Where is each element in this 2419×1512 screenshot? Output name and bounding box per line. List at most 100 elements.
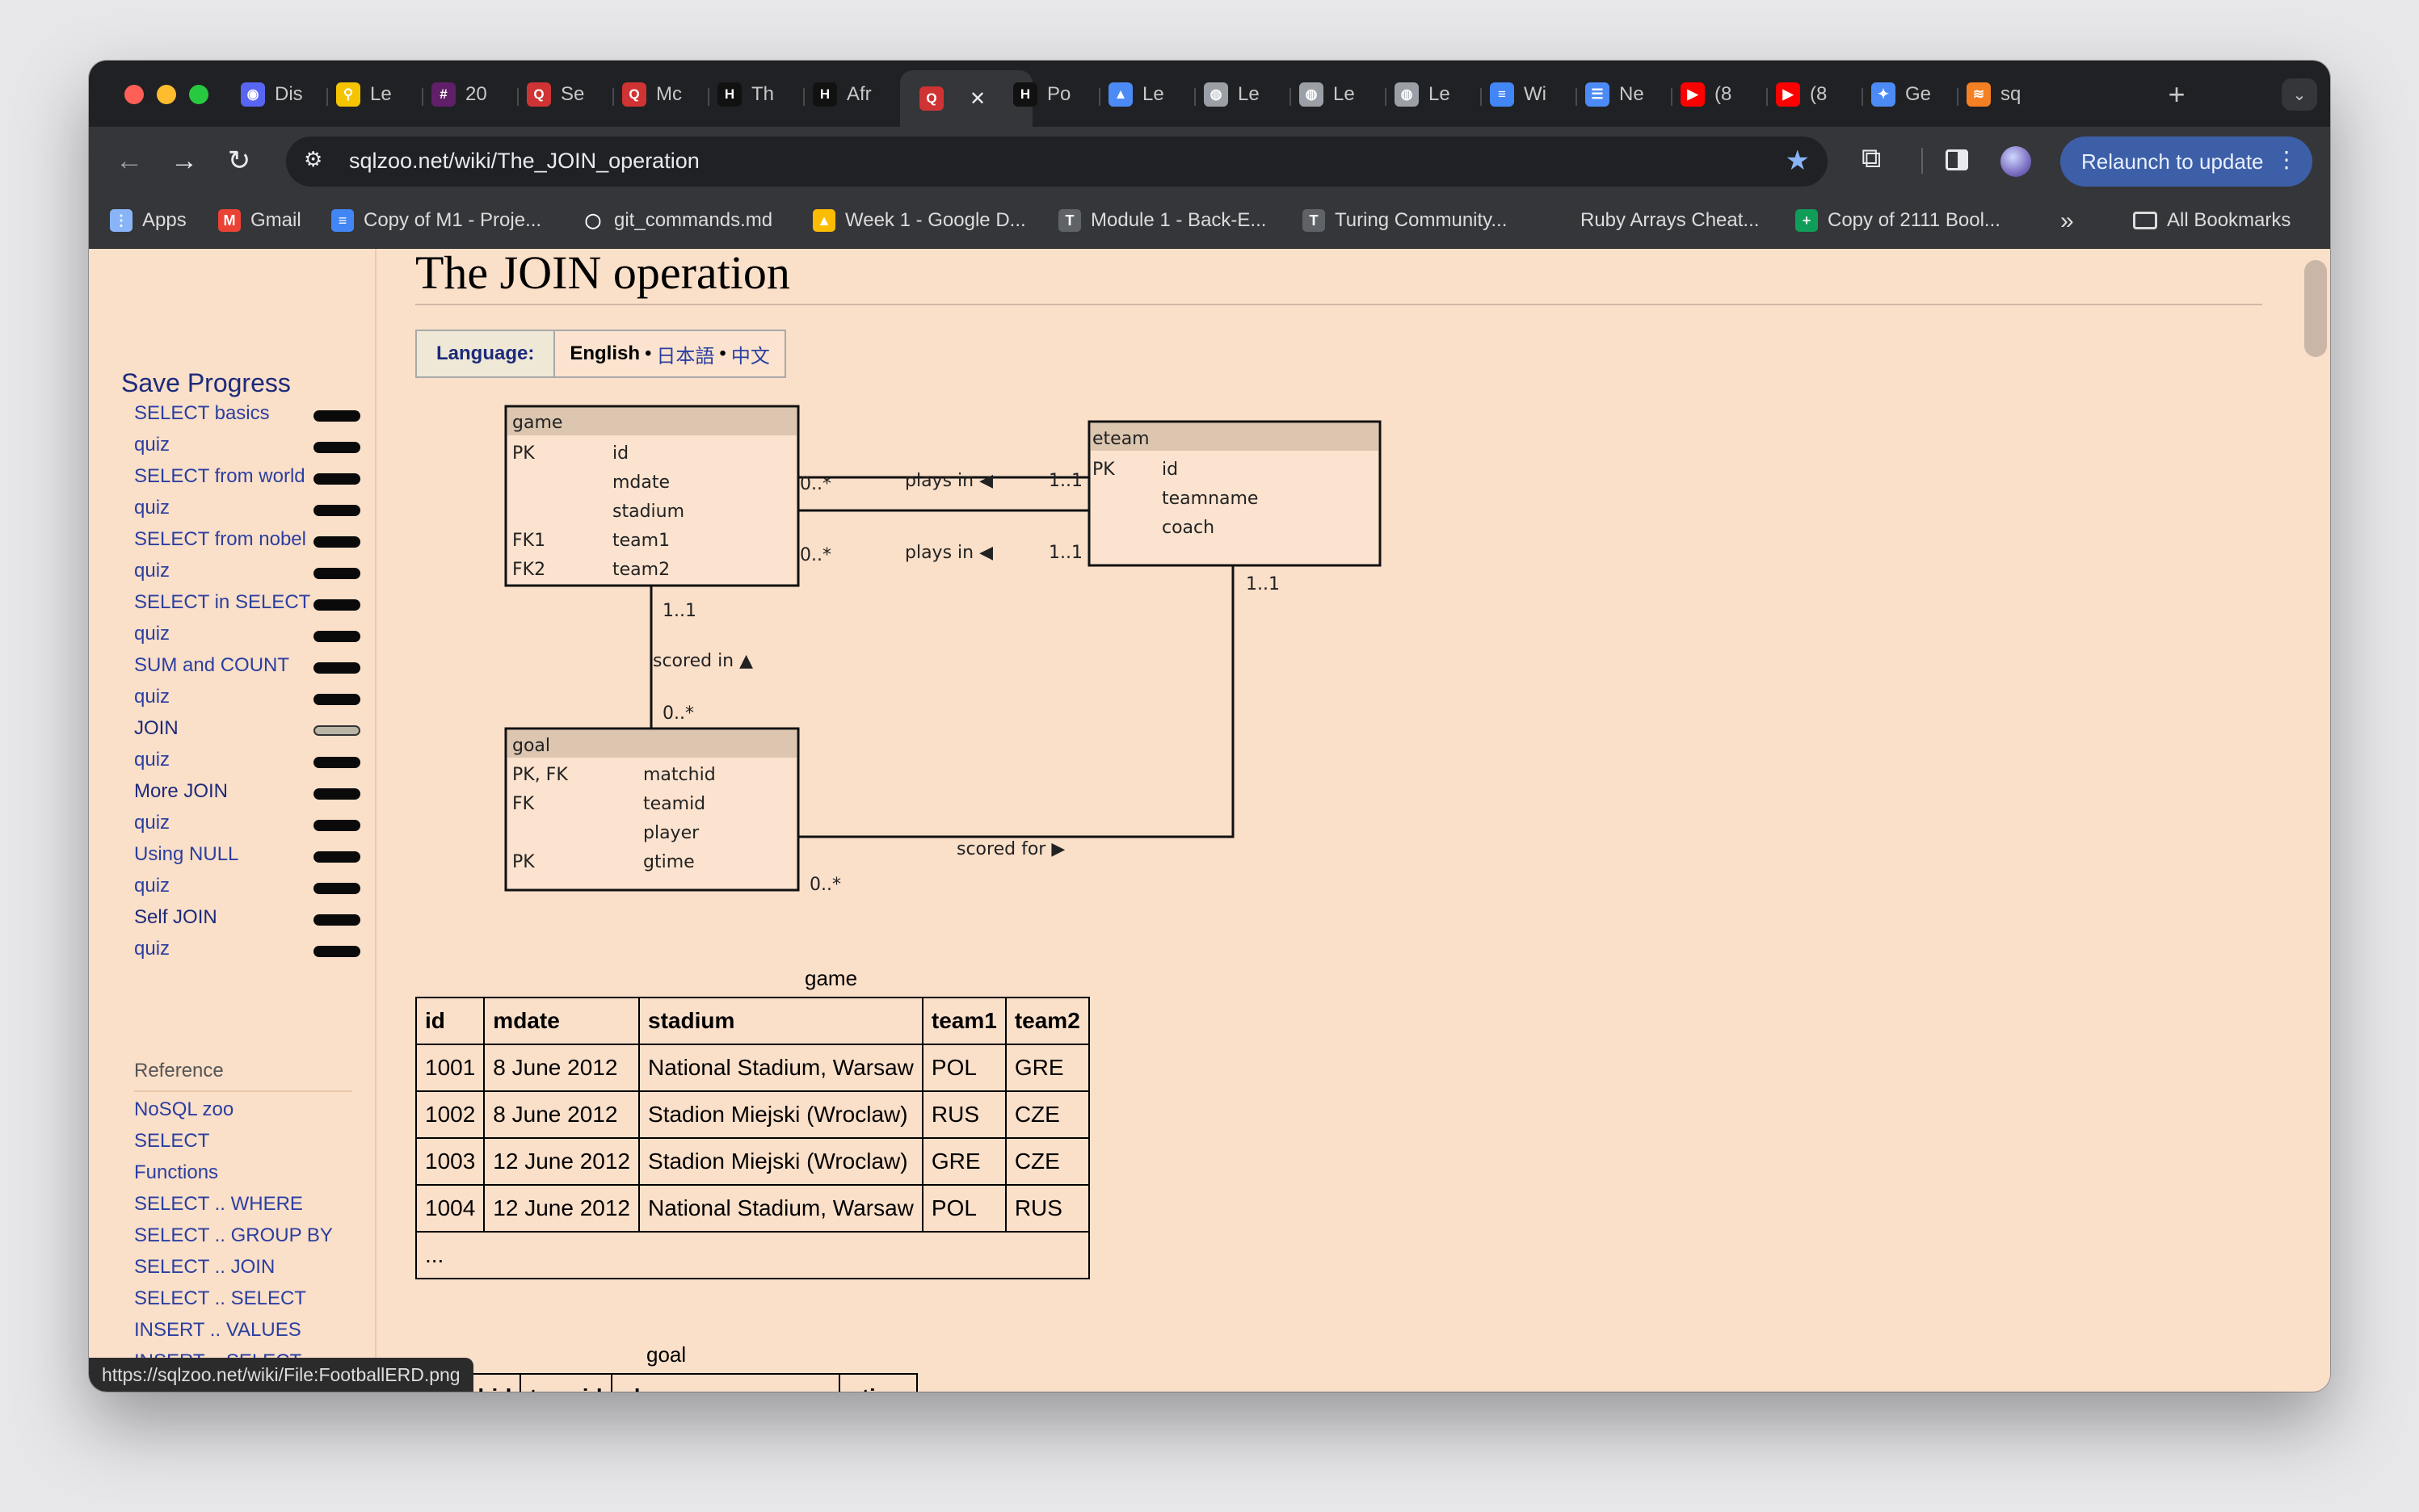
- minimize-window-button[interactable]: [157, 85, 176, 104]
- reference-link[interactable]: INSERT .. VALUES: [134, 1319, 301, 1341]
- bookmark-item[interactable]: ◯git_commands.md: [582, 209, 772, 232]
- close-tab-icon[interactable]: ✕: [970, 87, 987, 110]
- attribute-name: stadium: [612, 502, 684, 522]
- maximize-window-button[interactable]: [189, 85, 208, 104]
- close-window-button[interactable]: [124, 85, 144, 104]
- url-text[interactable]: sqlzoo.net/wiki/The_JOIN_operation: [349, 149, 700, 173]
- forward-button[interactable]: →: [165, 141, 204, 180]
- reference-link[interactable]: SELECT .. JOIN: [134, 1256, 276, 1278]
- stackoverflow-icon: ≋: [1967, 82, 1991, 107]
- bookmark-star-icon[interactable]: ★: [1785, 145, 1810, 176]
- tab[interactable]: ◉Dis: [241, 74, 318, 116]
- lesson-link[interactable]: quiz: [134, 623, 170, 645]
- bookmark-item[interactable]: ≡Copy of M1 - Proje...: [331, 209, 541, 232]
- lesson-link[interactable]: quiz: [134, 434, 170, 456]
- turing-icon: T: [1302, 209, 1325, 232]
- language-link-chinese[interactable]: 中文: [730, 345, 770, 368]
- page-scrollbar[interactable]: [2304, 260, 2327, 357]
- reference-link[interactable]: SELECT .. WHERE: [134, 1193, 303, 1215]
- lesson-link[interactable]: JOIN: [134, 717, 179, 739]
- lesson-link[interactable]: quiz: [134, 875, 170, 897]
- site-settings-icon[interactable]: ⚙: [304, 147, 323, 171]
- lesson-link[interactable]: quiz: [134, 749, 170, 771]
- sqlzoo-icon: Q: [919, 86, 944, 111]
- back-button[interactable]: ←: [110, 141, 149, 180]
- tab[interactable]: ≡Wi: [1490, 74, 1567, 116]
- lesson-link[interactable]: SELECT from world: [134, 465, 305, 487]
- reference-link[interactable]: Functions: [134, 1161, 219, 1183]
- language-link-japanese[interactable]: 日本語: [656, 345, 715, 368]
- more-bookmarks-chevron-icon[interactable]: »: [2060, 208, 2074, 234]
- tab[interactable]: ◍Le: [1395, 74, 1472, 116]
- kebab-menu-icon[interactable]: ⋮: [2275, 147, 2298, 172]
- side-panel-icon[interactable]: [1946, 149, 1968, 170]
- tab[interactable]: #20: [431, 74, 509, 116]
- bookmark-item[interactable]: +Copy of 2111 Bool...: [1795, 209, 2000, 232]
- bookmark-item[interactable]: ⋮Apps: [110, 209, 187, 232]
- tab[interactable]: ☰Ne: [1585, 74, 1663, 116]
- tab[interactable]: ≋sq: [1967, 74, 2044, 116]
- tab[interactable]: Q✕: [900, 70, 1033, 127]
- relaunch-button[interactable]: Relaunch to update ⋮: [2060, 136, 2312, 187]
- tab[interactable]: ◍Le: [1204, 74, 1281, 116]
- progress-bar: [313, 536, 360, 548]
- tab[interactable]: ⚲Le: [336, 74, 414, 116]
- tab-separator: [1671, 88, 1672, 106]
- bookmark-item[interactable]: ▲Week 1 - Google D...: [813, 209, 1026, 232]
- relationship-label: plays in ◀: [905, 471, 993, 491]
- attribute-key: PK: [512, 443, 535, 464]
- lesson-link[interactable]: quiz: [134, 497, 170, 519]
- tab[interactable]: ◍Le: [1299, 74, 1377, 116]
- bookmark-label: Apps: [142, 209, 187, 231]
- extensions-icon[interactable]: ⧉: [1862, 143, 1882, 174]
- lesson-link[interactable]: More JOIN: [134, 780, 229, 802]
- address-bar[interactable]: ⚙ sqlzoo.net/wiki/The_JOIN_operation ★: [286, 136, 1828, 187]
- bookmark-item[interactable]: Ruby Arrays Cheat...: [1548, 209, 1759, 232]
- profile-avatar[interactable]: [2000, 146, 2031, 177]
- reference-link[interactable]: SELECT .. GROUP BY: [134, 1224, 333, 1246]
- lesson-link[interactable]: quiz: [134, 686, 170, 708]
- attribute-key: PK, FK: [512, 765, 568, 785]
- discord-icon: ◉: [241, 82, 265, 107]
- table-cell: National Stadium, Warsaw: [638, 1044, 923, 1092]
- lesson-link[interactable]: SUM and COUNT: [134, 654, 290, 676]
- tab-search-button[interactable]: ⌄: [2282, 78, 2317, 111]
- attribute-name: id: [612, 443, 629, 464]
- column-header: team2: [1004, 997, 1090, 1045]
- tab[interactable]: ▶(8: [1776, 74, 1853, 116]
- new-tab-button[interactable]: +: [2168, 78, 2186, 111]
- tab[interactable]: ▶(8: [1681, 74, 1758, 116]
- tab[interactable]: ✦Ge: [1871, 74, 1949, 116]
- lesson-link[interactable]: quiz: [134, 560, 170, 582]
- lesson-link[interactable]: SELECT from nobel: [134, 528, 306, 550]
- reference-link[interactable]: SELECT: [134, 1130, 210, 1152]
- progress-bar: [313, 694, 360, 705]
- reload-button[interactable]: ↻: [220, 141, 259, 180]
- column-header: player: [610, 1373, 840, 1392]
- cardinality-label: 0..*: [810, 875, 841, 895]
- cardinality-label: 0..*: [800, 474, 831, 494]
- lesson-link[interactable]: quiz: [134, 812, 170, 834]
- all-bookmarks-button[interactable]: All Bookmarks: [2133, 209, 2291, 232]
- tab[interactable]: ▲Le: [1109, 74, 1186, 116]
- game-table-caption: game: [805, 966, 858, 990]
- lesson-link[interactable]: SELECT in SELECT: [134, 591, 311, 613]
- lesson-link[interactable]: Using NULL: [134, 843, 239, 865]
- lesson-link[interactable]: SELECT basics: [134, 402, 270, 424]
- lesson-link[interactable]: Self JOIN: [134, 906, 217, 928]
- reference-link[interactable]: NoSQL zoo: [134, 1098, 234, 1120]
- reference-link[interactable]: SELECT .. SELECT: [134, 1287, 306, 1309]
- attribute-name: mdate: [612, 472, 670, 493]
- lesson-link[interactable]: quiz: [134, 938, 170, 960]
- tab-title: 20: [465, 83, 487, 105]
